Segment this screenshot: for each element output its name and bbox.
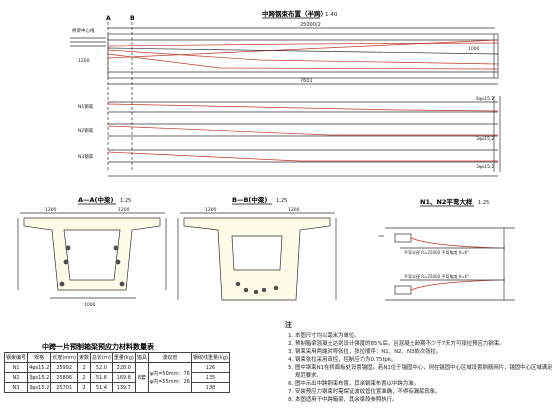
table-cell: N3: [3, 382, 29, 393]
section-a-scale: 1:25: [120, 198, 131, 204]
notes-block: 注 本图尺寸均以毫米为单位。 预制箱梁混凝土达到设计强度的85%后，且混凝土龄期…: [285, 320, 555, 404]
bend-detail-scale: 1:25: [478, 200, 489, 206]
left-dim-1200: 1200: [78, 58, 90, 64]
note-item: 本图尺寸均以毫米为单位。: [295, 332, 555, 340]
section-b-view: B—B(中梁) 1:25 1200 1200: [177, 195, 337, 301]
table-header: 总长(m): [90, 352, 113, 363]
table-cell: 139.7: [111, 382, 136, 393]
duct-value-1: φ内=50mm：76: [149, 370, 190, 377]
table-cell: 4φs15.2: [27, 362, 52, 373]
row-label-n1: N1钢束: [78, 103, 94, 110]
table-header: 束数: [76, 352, 92, 363]
row-label-n3: N3钢束: [78, 153, 94, 160]
elevation-view: 中跨钢束布置（半跨） 1:40 A B 25000/2 1000 桥梁中心线 1…: [70, 9, 501, 177]
table-cell: 25701: [50, 382, 78, 393]
note-item: 图中示出中跨钢束布置，其余钢束布置以中跨为准。: [295, 380, 555, 388]
table-header: 锚具: [134, 352, 149, 363]
table-header: 长度(mm): [50, 352, 78, 363]
section-b-dim-left: 1200: [205, 207, 217, 213]
section-b-marker: B: [130, 15, 135, 22]
anchor-cell: 8套: [134, 362, 149, 393]
row-label-n2: N2钢束: [78, 127, 94, 134]
bend-note-2: 平弯半径 R=25000 平弯角度 θ=6°: [404, 273, 469, 279]
right-label-n1: 4φs15.2: [476, 96, 494, 102]
table-cell: N1: [3, 362, 29, 373]
section-b-scale: 1:25: [276, 198, 287, 204]
section-b-dim-right: 1200: [288, 207, 300, 213]
table-row: N2 3φs15.2 25806 2 51.6 169.8 135: [3, 372, 231, 383]
table-cell: 2: [76, 372, 92, 383]
table-cell: 25806: [50, 372, 78, 383]
note-item: 本图适用于中跨箱梁，其余梁段参照执行。: [295, 396, 555, 404]
table-row: N3 3φs15.2 25701 2 51.4 139.7 138: [3, 382, 231, 393]
section-a-dim-right: 1200: [118, 207, 130, 213]
table-header: 规格: [27, 352, 52, 363]
table-cell: 2: [76, 362, 92, 373]
tendon-row-n2: N2钢束 3φs15.2: [78, 123, 498, 142]
duct-value-2: φ内=55mm：26: [149, 378, 190, 385]
table-cell: 25992: [50, 362, 78, 373]
note-item: 安装预应力钢束时需保证波纹管位置准确，不得有漏浆现象。: [295, 388, 555, 396]
note-item: 预制箱梁混凝土达到设计强度的85%后，且混凝土龄期不少于7天方可张拉预应力钢束。: [295, 340, 555, 348]
table-cell: 2: [76, 382, 92, 393]
tendon-row-n3: N3钢束 3φs15.2: [78, 149, 498, 170]
right-label-n3: 3φs15.2: [476, 164, 494, 170]
table-cell: 51.6: [90, 372, 113, 383]
table-cell: 3φs15.2: [27, 372, 52, 383]
bend-note-1: 平弯半径 R=25000 平弯角度 θ=6°: [404, 249, 469, 255]
section-a-marker: A: [106, 15, 111, 22]
table-cell: 52.0: [90, 362, 113, 373]
table-cell: 51.4: [90, 382, 113, 393]
table-cell: 135: [190, 372, 231, 383]
section-b-title: B—B(中梁): [232, 195, 267, 204]
section-a-dim-left: 1200: [45, 207, 57, 213]
table-header-row: 钢束编号 规格 长度(mm) 束数 总长(m) 重量(kg) 锚具 波纹管 钢绞…: [3, 352, 231, 363]
bend-detail-title: N1、N2平弯大样: [420, 197, 473, 206]
duct-cell: φ内=50mm：76 φ内=55mm：26: [147, 362, 192, 393]
table-cell: N2: [3, 372, 29, 383]
dim-top: 25000/2: [300, 22, 321, 28]
tendon-row-n1: N1钢束 4φs15.2: [78, 96, 499, 113]
notes-title: 注: [285, 321, 292, 329]
table-header: 钢绞线重量(kg): [190, 352, 231, 363]
table-cell: 126: [190, 362, 231, 373]
table-cell: 228.0: [111, 362, 136, 373]
dim-bottom: 7601: [300, 78, 313, 84]
notes-list: 本图尺寸均以毫米为单位。 预制箱梁混凝土达到设计强度的85%后，且混凝土龄期不少…: [285, 332, 555, 404]
right-label-n2: 3φs15.2: [476, 136, 494, 142]
table-cell: 138: [190, 382, 231, 393]
note-item: 钢束采用两端对称张拉，张拉顺序：N1、N2、N3依次张拉。: [295, 348, 555, 356]
elevation-title: 中跨钢束布置（半跨）: [262, 9, 327, 18]
elevation-scale: 1:40: [325, 12, 338, 18]
table-header: 钢束编号: [3, 352, 29, 363]
note-item: 图中钢束N1在桥面板处设置锚固，若N1位于锚固中心，则在锚固中心区域设置钢筋网片…: [295, 364, 555, 380]
bend-detail-view: N1、N2平弯大样 1:25 平弯半径 R=25000 平弯角度 θ=6° 平弯…: [378, 197, 515, 301]
table-cell: 169.8: [111, 372, 136, 383]
section-a-title: A—A(中梁): [78, 195, 114, 204]
table-cell: 3φs15.2: [27, 382, 52, 393]
table-row: N1 4φs15.2 25992 2 52.0 228.0 8套 φ内=50mm…: [3, 362, 231, 393]
note-item: 钢束张拉采用双控，控制应力为0.75fpk。: [295, 356, 555, 364]
table-header: 重量(kg): [111, 352, 136, 363]
material-table: 钢束编号 规格 长度(mm) 束数 总长(m) 重量(kg) 锚具 波纹管 钢绞…: [3, 352, 231, 393]
section-a-dim-bottom: 1000: [84, 302, 96, 308]
left-label-top: 桥梁中心线: [72, 27, 95, 34]
table-header: 波纹管: [147, 352, 192, 363]
section-a-view: A—A(中梁) 1:25 1200 1200 1000: [17, 195, 167, 308]
right-end-label: 1000: [468, 46, 480, 52]
material-table-title: 中跨一片预制箱梁预应力材料数量表: [42, 343, 154, 351]
